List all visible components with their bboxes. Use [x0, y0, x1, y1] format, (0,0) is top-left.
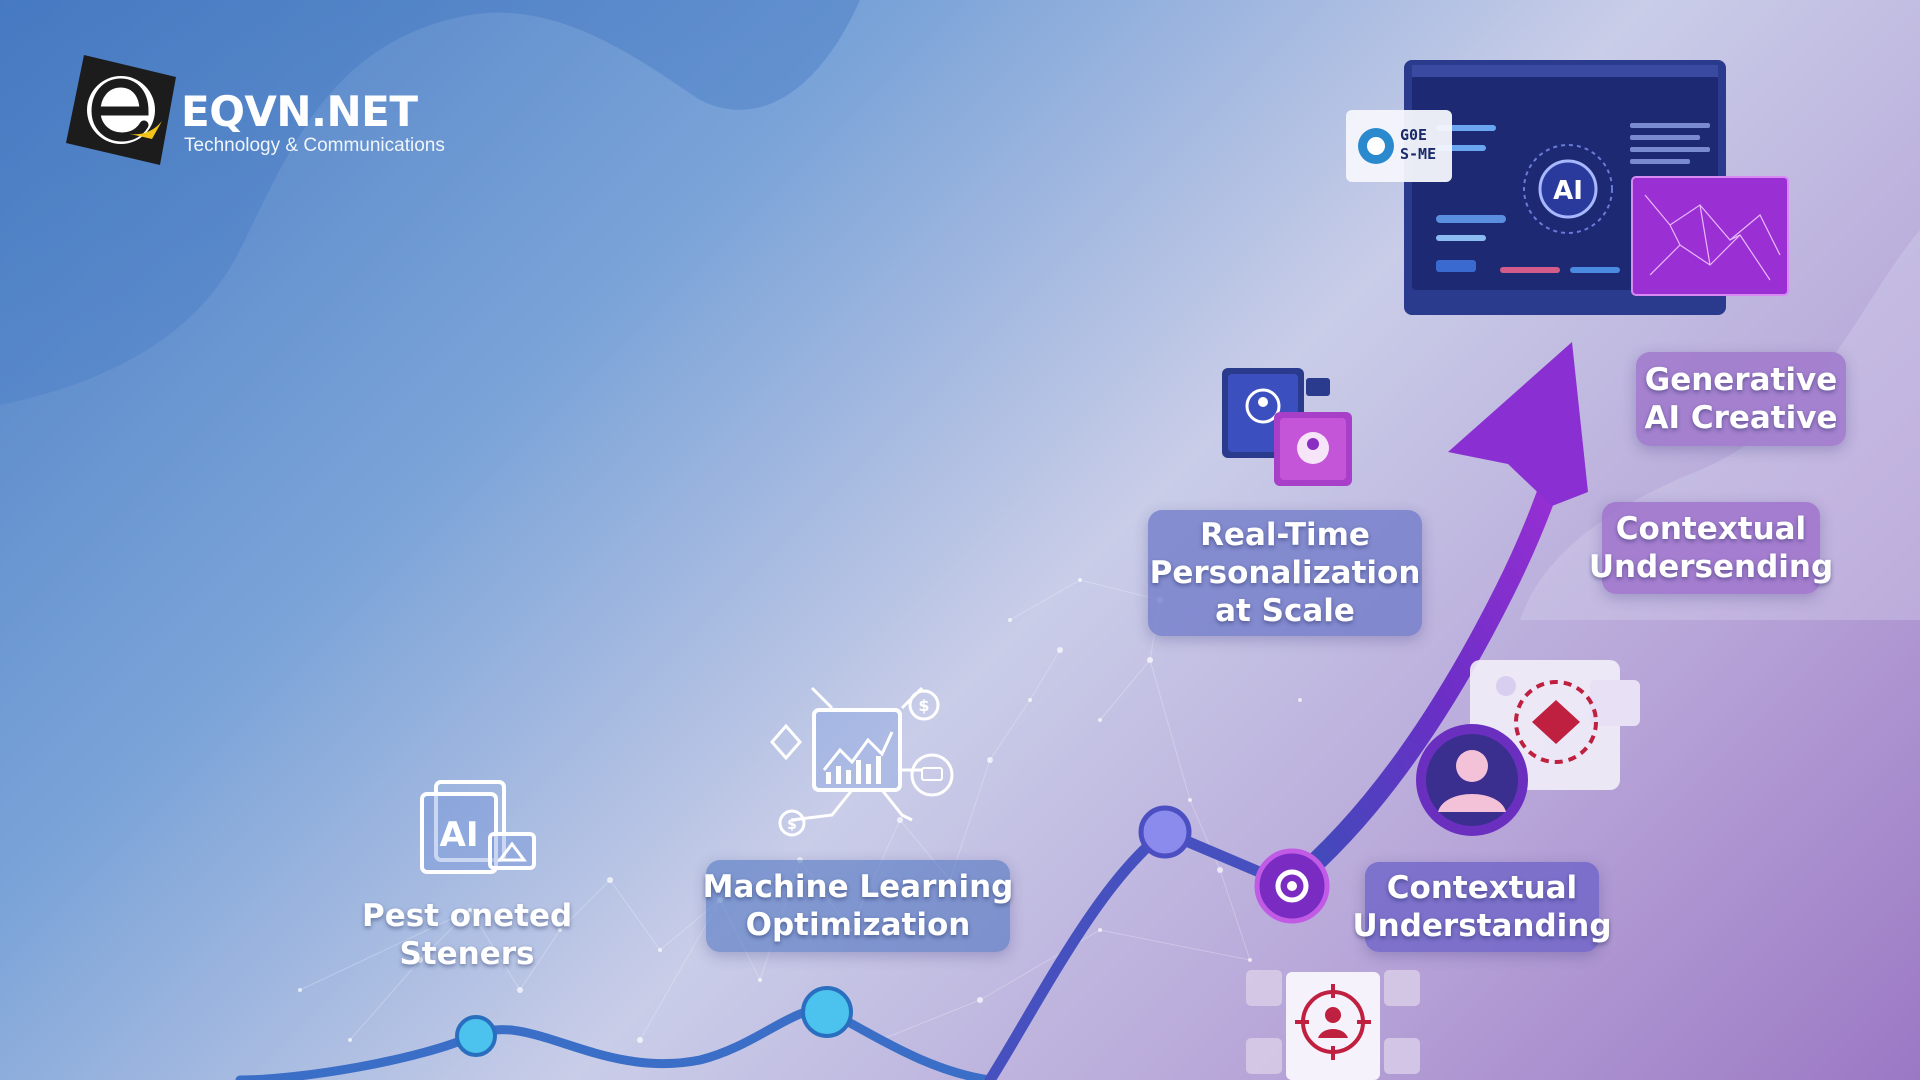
brand-tagline: Technology & Communications	[184, 135, 445, 156]
eqvn-logo-icon	[66, 55, 176, 165]
svg-text:AI: AI	[440, 815, 479, 855]
svg-text:S-ME: S-ME	[1400, 145, 1436, 163]
label-personalized-steners: Pest oneted Steners	[362, 898, 573, 972]
svg-text:$: $	[787, 817, 797, 833]
label-machine-learning-optimization: Machine Learning Optimization	[703, 860, 1013, 952]
label-contextual-understanding-high: Contextual Undersending	[1589, 502, 1833, 594]
node-1	[455, 1015, 497, 1057]
growth-arrow-head	[1448, 342, 1588, 506]
label-generative-ai-creative: Generative AI Creative	[1636, 352, 1846, 446]
personalization-cards-icon	[1222, 368, 1352, 486]
ai-dashboard-icon: AI G0E S-ME	[1346, 60, 1789, 315]
user-network-icon	[1416, 660, 1640, 836]
ai-card-icon: AI	[420, 780, 536, 874]
growth-line	[235, 1005, 995, 1080]
svg-text:$: $	[918, 696, 929, 715]
node-2	[801, 986, 853, 1038]
svg-text:G0E: G0E	[1400, 126, 1427, 144]
brand-name: EQVN.NET	[181, 87, 418, 136]
svg-text:AI: AI	[1553, 176, 1583, 206]
growth-arrow-shaft	[1280, 460, 1565, 895]
label-realtime-personalization: Real-Time Personalization at Scale	[1148, 510, 1422, 636]
ml-chart-icon: $ $	[770, 686, 954, 837]
node-3	[1138, 805, 1192, 859]
brand-logo[interactable]: EQVN.NET Technology & Communications	[66, 55, 446, 165]
label-contextual-understanding-low: Contextual Understanding	[1352, 862, 1612, 952]
target-user-icon	[1246, 970, 1420, 1080]
